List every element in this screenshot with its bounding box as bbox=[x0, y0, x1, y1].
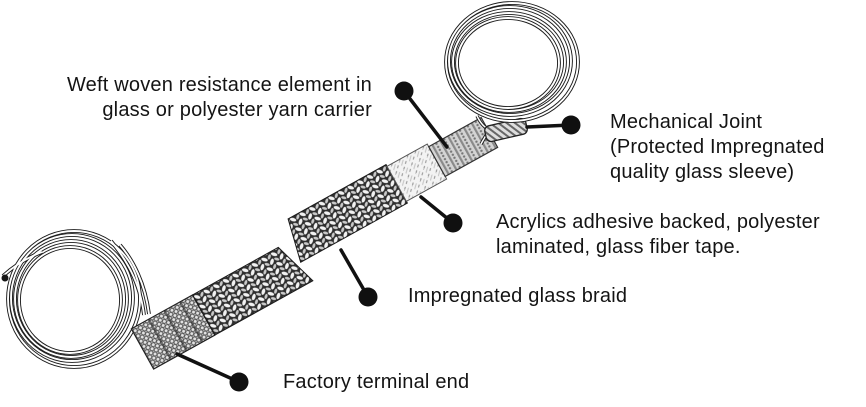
dot-weft-woven bbox=[394, 81, 414, 101]
cable-lower-run bbox=[130, 246, 314, 370]
leader-factory-terminal bbox=[175, 352, 241, 384]
dot-factory-terminal bbox=[229, 372, 249, 392]
terminal-seam bbox=[147, 318, 173, 360]
label-acrylic-tape: Acrylics adhesive backed, polyester lami… bbox=[496, 211, 820, 258]
cable-upper-run bbox=[287, 116, 499, 263]
label-weft-woven: Weft woven resistance element in glass o… bbox=[66, 74, 372, 121]
leader-weft-woven bbox=[402, 89, 449, 149]
label-glass-braid: Impregnated glass braid bbox=[408, 285, 628, 307]
dot-acrylic-tape bbox=[443, 213, 463, 233]
callout-dots bbox=[229, 81, 581, 392]
element-coil-right bbox=[444, 1, 580, 123]
terminal-seam bbox=[163, 309, 188, 352]
cord-end-tip bbox=[1, 274, 9, 282]
glass-braid-lower-section bbox=[191, 246, 314, 336]
label-factory-terminal: Factory terminal end bbox=[283, 371, 470, 393]
glass-braid-upper-section bbox=[287, 163, 409, 263]
label-mechanical-joint: Mechanical Joint (Protected Impregnated … bbox=[610, 111, 825, 183]
terminal-seam bbox=[179, 301, 204, 343]
dot-mechanical-joint bbox=[561, 115, 581, 135]
dot-glass-braid bbox=[358, 287, 378, 307]
supply-cord-coil-left bbox=[1, 229, 151, 369]
